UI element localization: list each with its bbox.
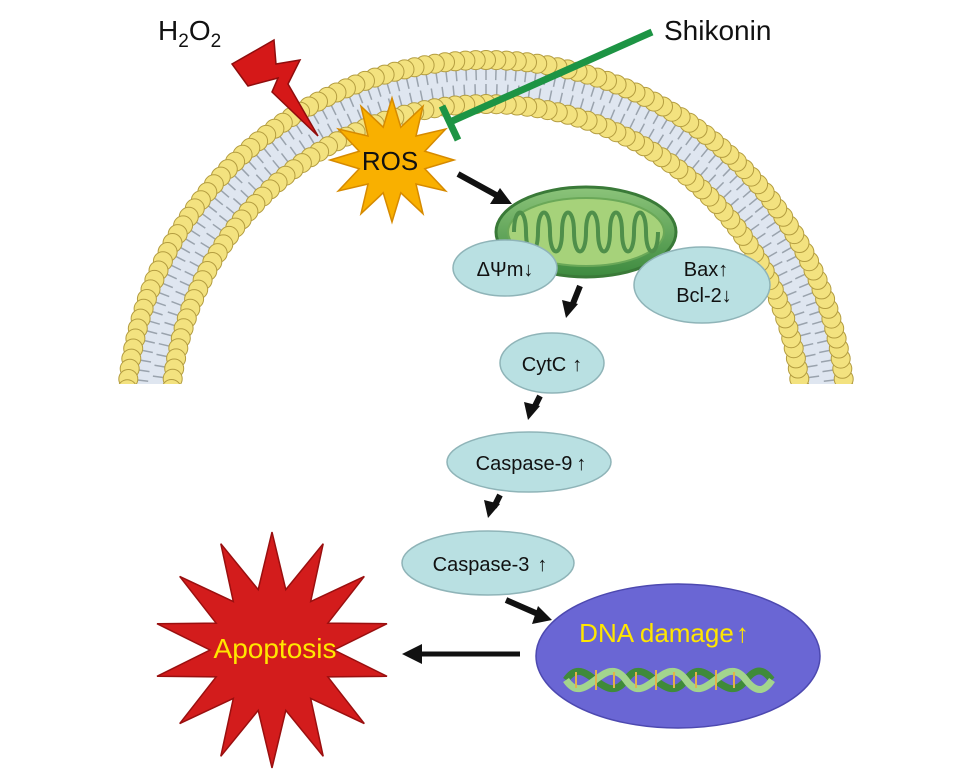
apoptosis-burst (156, 531, 388, 769)
up-arrow-icon: ↑ (537, 554, 547, 576)
cell-membrane (118, 50, 854, 384)
up-arrow-icon: ↑ (718, 259, 728, 281)
down-arrow-icon: ↓ (722, 285, 732, 307)
arrow-cytc-to-caspase9 (524, 394, 543, 420)
bax-label: Bax↑ (684, 259, 728, 281)
apoptosis-label: Apoptosis (214, 633, 337, 664)
arrow-caspase3-to-dna-damage (504, 597, 552, 624)
node-cytc: CytC↑ (499, 332, 605, 394)
dna-helix-icon (563, 667, 775, 693)
caspase3-label: Caspase-3↑ (433, 554, 548, 576)
delta-psi-m-label: ΔΨm↓ (477, 259, 534, 281)
ros-label: ROS (362, 146, 418, 176)
up-arrow-icon: ↑ (576, 453, 586, 475)
inhibition-line (448, 28, 654, 126)
ros-burst (327, 95, 457, 225)
caspase9-label: Caspase-9↑ (476, 453, 587, 475)
cytc-label: CytC↑ (522, 354, 582, 376)
inhibition-bar (438, 104, 462, 142)
shikonin-label: Shikonin (664, 15, 771, 46)
h2o2-label: H2O2 (158, 15, 221, 52)
arrow-dna-damage-to-apoptosis (402, 644, 520, 664)
dna-damage-node: DNA damage↑ (535, 583, 821, 729)
dna-damage-label: DNA damage↑ (579, 618, 749, 648)
up-arrow-icon: ↑ (572, 354, 582, 376)
node-bax-bcl2: Bax↑ Bcl-2↓ (633, 246, 771, 324)
mitochondrion-cristae (512, 210, 660, 254)
membrane-core (130, 63, 842, 384)
arrow-mito-to-cytc (562, 284, 583, 318)
bcl2-label: Bcl-2↓ (676, 285, 732, 307)
arrow-caspase9-to-caspase3 (484, 493, 503, 518)
down-arrow-icon: ↓ (523, 259, 533, 281)
arrow-ros-to-mitochondrion (456, 171, 512, 204)
up-arrow-icon: ↑ (736, 618, 749, 648)
node-delta-psi-m: ΔΨm↓ (452, 239, 558, 297)
lightning-bolt-icon (230, 38, 319, 137)
node-caspase9: Caspase-9↑ (446, 431, 612, 493)
membrane-lipid-heads (118, 50, 854, 384)
node-caspase3: Caspase-3↑ (401, 530, 575, 596)
